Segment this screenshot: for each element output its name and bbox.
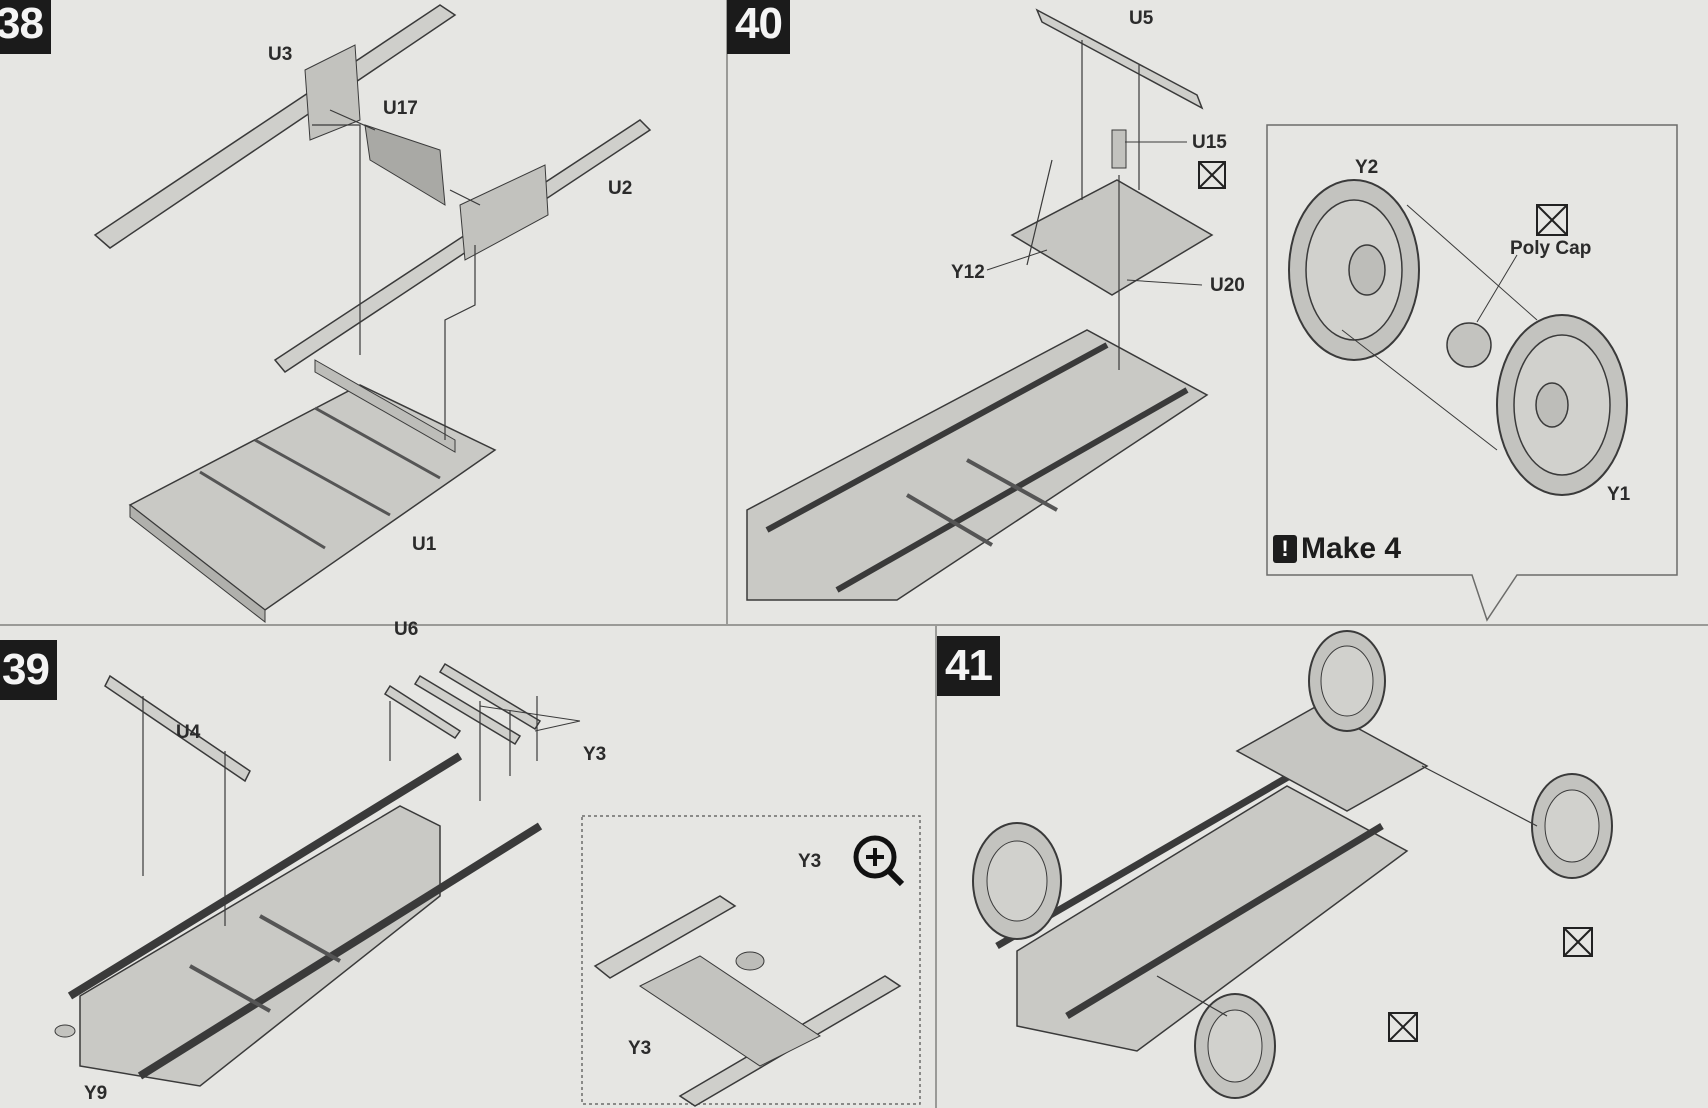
step-39-badge: 39 xyxy=(0,640,57,700)
part-label-y9: Y9 xyxy=(84,1083,108,1104)
no-glue-icon xyxy=(1563,927,1593,957)
step-39-panel: 39 U6 U4 Y3 Y9 Y3 Y3 xyxy=(0,619,935,1108)
panel-divider-vertical-bottom xyxy=(935,625,937,1108)
no-glue-icon xyxy=(1198,161,1226,189)
step-41-panel: 41 xyxy=(937,626,1708,1108)
part-label-u5: U5 xyxy=(1129,8,1154,29)
part-label-y2: Y2 xyxy=(1355,157,1379,178)
part-label-u20: U20 xyxy=(1210,275,1245,296)
zoom-label-y3-top: Y3 xyxy=(798,851,822,872)
part-label-y12: Y12 xyxy=(951,262,985,283)
step-40-badge: 40 xyxy=(727,0,790,54)
make-4-note: ! Make 4 xyxy=(1273,532,1401,566)
part-label-u17: U17 xyxy=(383,98,418,119)
part-label-u6: U6 xyxy=(394,619,419,640)
zoom-in-icon xyxy=(853,835,905,887)
attention-icon: ! xyxy=(1273,535,1297,563)
zoom-label-y3-bottom: Y3 xyxy=(628,1038,652,1059)
part-label-u15: U15 xyxy=(1192,132,1227,153)
step-41-diagram xyxy=(972,630,1613,1099)
part-label-poly-cap: Poly Cap xyxy=(1510,238,1592,259)
panel-divider-horizontal xyxy=(0,624,1708,626)
panel-divider-vertical-top xyxy=(726,0,728,625)
part-label-u1: U1 xyxy=(412,534,437,555)
step-38-diagram xyxy=(93,4,652,624)
part-label-u2: U2 xyxy=(608,178,633,199)
step-40-panel: 40 U5 U15 Y12 xyxy=(727,0,1708,624)
step-41-badge: 41 xyxy=(937,636,1000,696)
part-label-u4: U4 xyxy=(176,722,201,743)
make-4-label: Make 4 xyxy=(1301,532,1402,565)
no-glue-icon xyxy=(1536,204,1568,236)
step-38-badge: 38 xyxy=(0,0,51,54)
step-38-panel: 38 U3 U17 U2 U1 xyxy=(0,0,726,624)
step-39-diagram xyxy=(54,662,921,1107)
no-glue-icon xyxy=(1388,1012,1418,1042)
step-40-diagram xyxy=(746,8,1678,622)
part-label-u3: U3 xyxy=(268,44,293,65)
part-label-y3: Y3 xyxy=(583,744,607,765)
part-label-y1: Y1 xyxy=(1607,484,1631,505)
